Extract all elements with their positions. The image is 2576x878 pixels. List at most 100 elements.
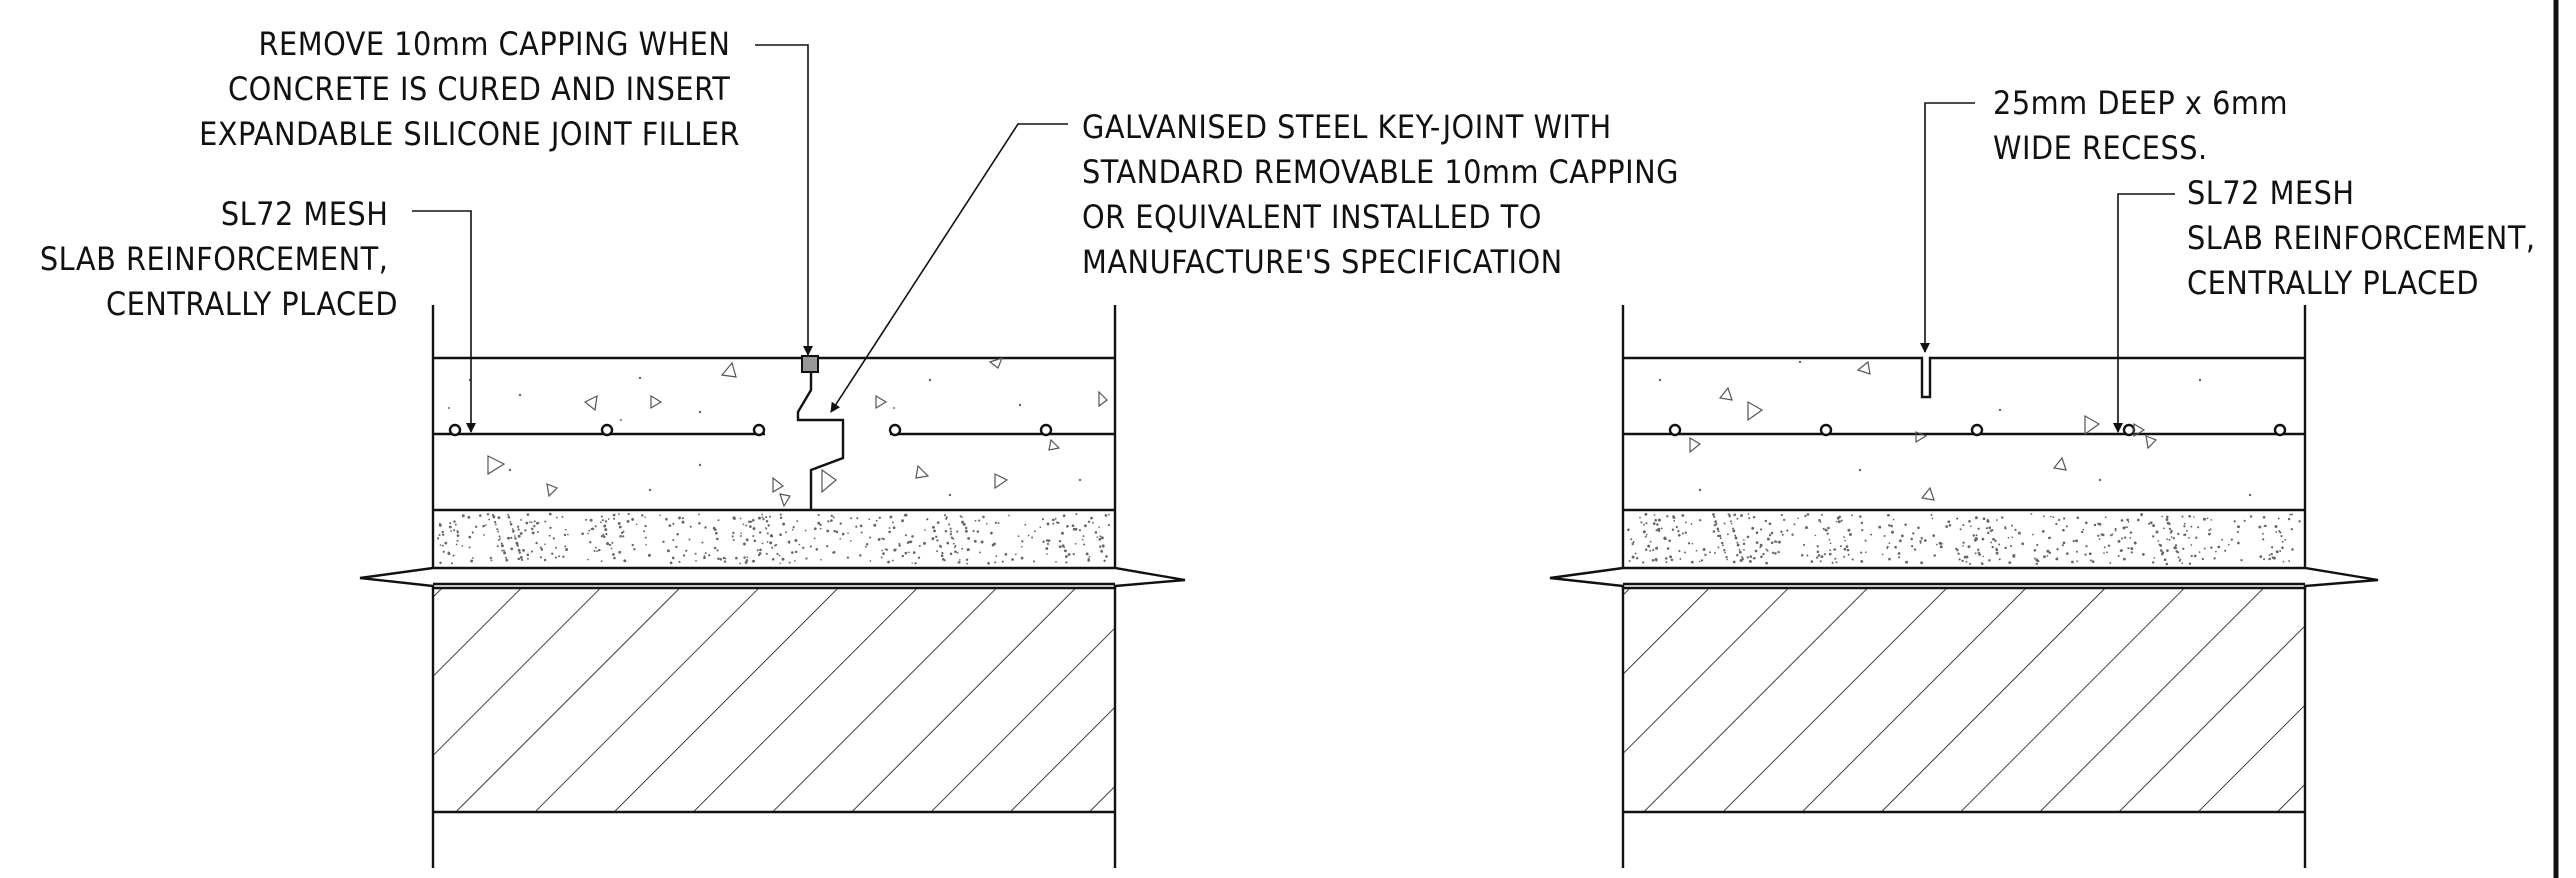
sand-speck (1628, 560, 1631, 562)
sand-speck (2166, 549, 2169, 552)
sand-speck (2233, 520, 2236, 523)
sand-speck (1627, 528, 1630, 531)
sand-speck (966, 548, 970, 552)
sand-speck (2163, 558, 2167, 561)
sand-speck (958, 561, 961, 564)
sand-speck (1108, 513, 1110, 516)
sand-speck (1894, 545, 1897, 549)
sand-speck (2013, 555, 2016, 558)
sand-speck (778, 554, 781, 557)
sand-speck (456, 539, 459, 542)
sand-speck (2215, 550, 2217, 553)
sand-speck (2270, 552, 2273, 556)
sand-speck (2010, 524, 2014, 527)
sand-speck (482, 524, 485, 528)
sand-speck (620, 531, 624, 535)
sand-speck (2280, 535, 2283, 538)
sand-speck (468, 546, 471, 549)
sand-speck (600, 521, 602, 524)
sand-speck (1104, 514, 1108, 517)
mesh-bar (448, 423, 462, 437)
sand-speck (933, 529, 936, 533)
sand-speck (524, 529, 527, 532)
sand-speck (2210, 519, 2213, 521)
sand-speck (1099, 535, 1102, 538)
sand-speck (2021, 542, 2025, 546)
sand-speck (2185, 529, 2188, 532)
sand-speck (1962, 544, 1964, 547)
sand-speck (1766, 549, 1769, 552)
sand-speck (2104, 516, 2107, 518)
sand-speck (2035, 562, 2038, 566)
sand-speck (1065, 561, 1068, 564)
sand-speck (1725, 556, 1728, 559)
sand-speck (1057, 521, 1060, 525)
sand-speck (1981, 537, 1985, 541)
sand-speck (496, 528, 499, 531)
sand-speck (2249, 515, 2253, 518)
sand-speck (1974, 516, 1978, 520)
sand-speck (724, 557, 727, 560)
sand-speck (587, 532, 589, 535)
sand-speck (1774, 552, 1777, 555)
sand-speck (644, 536, 647, 539)
sand-speck (1969, 562, 1972, 565)
sand-speck (1712, 530, 1716, 533)
right-slab-top-with-recess (1623, 356, 2305, 399)
sand-speck (456, 531, 459, 534)
sand-speck (456, 534, 460, 537)
sand-speck (530, 550, 533, 553)
sand-speck (1746, 535, 1750, 539)
sand-speck (1974, 537, 1978, 540)
sand-speck (832, 516, 835, 519)
sand-speck (600, 560, 603, 563)
sand-speck (453, 520, 456, 523)
sand-speck (759, 531, 762, 534)
sand-speck (1762, 552, 1765, 556)
sand-speck (1771, 551, 1775, 554)
callout-recess: 25mm DEEP x 6mm WIDE RECESS. (1993, 84, 2298, 167)
sand-speck (804, 529, 807, 532)
sand-speck (771, 558, 775, 561)
sand-speck (478, 514, 482, 517)
sand-speck (666, 549, 670, 553)
sand-speck (1045, 547, 1049, 550)
sand-speck (1642, 530, 1646, 534)
sand-speck (965, 558, 969, 561)
aggregate-symbols (448, 357, 1108, 508)
sand-speck (2153, 557, 2156, 559)
sand-speck (2275, 550, 2279, 554)
sand-speck (1669, 555, 1673, 559)
sand-speck (520, 518, 523, 521)
sand-speck (1046, 522, 1050, 526)
sand-speck (794, 538, 798, 542)
sand-speck (1677, 530, 1680, 533)
sand-speck (516, 544, 519, 547)
sand-speck (1052, 518, 1055, 522)
sand-speck (794, 550, 798, 554)
sand-speck (939, 545, 942, 548)
sand-speck (1752, 516, 1756, 519)
sand-speck (735, 556, 738, 560)
sand-speck (540, 548, 544, 551)
sand-speck (856, 517, 859, 520)
sand-speck (672, 522, 675, 525)
sand-speck (868, 518, 871, 521)
sand-speck (1008, 514, 1010, 517)
sand-speck (974, 519, 977, 522)
sand-speck (2097, 534, 2100, 537)
sand-speck (766, 532, 769, 535)
sand-speck (1901, 534, 1904, 538)
leader-capping (755, 44, 813, 356)
sand-speck (891, 521, 894, 524)
sand-speck (1820, 555, 1824, 559)
right-sand-bedding (1627, 512, 2301, 566)
sand-speck (1041, 518, 1044, 521)
sand-speck (561, 515, 564, 518)
sand-speck (2284, 538, 2287, 541)
sand-speck (607, 518, 610, 520)
sand-speck (1891, 530, 1894, 534)
sand-speck (887, 560, 891, 564)
sand-speck (558, 555, 561, 558)
sand-speck (517, 528, 520, 531)
